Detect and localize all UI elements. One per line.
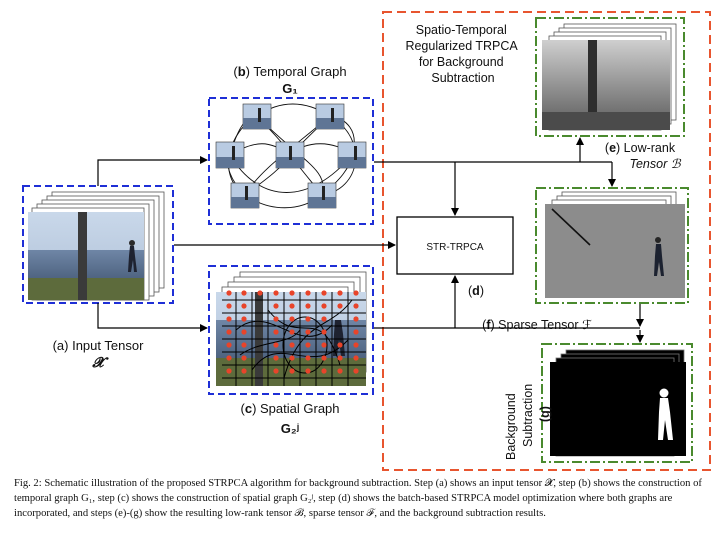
background-subtraction — [541, 343, 693, 463]
temporal-node-1 — [242, 103, 272, 130]
sparse-label: (f) Sparse Tensor ℱ — [482, 318, 592, 332]
arrow-input-to-spatial — [97, 303, 208, 332]
sparse-front-frame — [545, 204, 685, 298]
spatial-graph-symbol: G₂ʲ — [281, 421, 299, 436]
spatial-edges — [235, 299, 353, 379]
spatial-graph-border — [208, 265, 374, 395]
temporal-node-3 — [215, 141, 245, 169]
arrow-input-to-temporal — [97, 156, 208, 186]
temporal-node-7 — [307, 182, 337, 209]
temporal-graph-symbol: G₁ — [282, 81, 298, 96]
spatial-graph — [208, 265, 374, 395]
figure-caption: Fig. 2: Schematic illustration of the pr… — [14, 478, 702, 519]
temporal-node-6 — [230, 182, 260, 209]
temporal-node-5 — [337, 141, 367, 169]
strtrpca-box — [396, 216, 514, 275]
temporal-graph — [208, 97, 374, 225]
input-front-frame — [28, 212, 144, 300]
spatial-grid — [222, 292, 366, 386]
input-tensor — [22, 185, 174, 304]
temporal-graph-border — [208, 97, 374, 225]
bg-sub-label: Background Subtraction (g) — [504, 380, 552, 460]
low-rank-symbol: Tensor ℬ — [629, 157, 681, 171]
temporal-node-4 — [275, 141, 305, 169]
low-rank-front-frame — [542, 40, 670, 130]
low-rank-tensor — [535, 17, 685, 137]
spatial-graph-title: (c) Spatial Graph — [240, 401, 339, 416]
step-d-label: (d) — [468, 284, 484, 298]
bg-sub-front-frame — [550, 362, 686, 456]
temporal-node-2 — [315, 103, 345, 130]
low-rank-border — [535, 17, 685, 137]
strtrpca-label: STR-TRPCA — [426, 242, 484, 253]
connectors — [97, 137, 644, 343]
low-rank-label: (e) Low-rank — [605, 141, 676, 155]
method-title: Spatio-Temporal Regularized TRPCA for Ba… — [405, 23, 520, 85]
spatial-nodes — [226, 290, 359, 374]
bg-sub-border — [541, 343, 693, 463]
input-tensor-symbol: 𝓧 — [91, 354, 109, 370]
sparse-tensor — [535, 187, 689, 304]
temporal-graph-title: (b) Temporal Graph — [233, 64, 346, 79]
sparse-border — [535, 187, 689, 304]
input-tensor-label: (a) Input Tensor — [53, 338, 144, 353]
